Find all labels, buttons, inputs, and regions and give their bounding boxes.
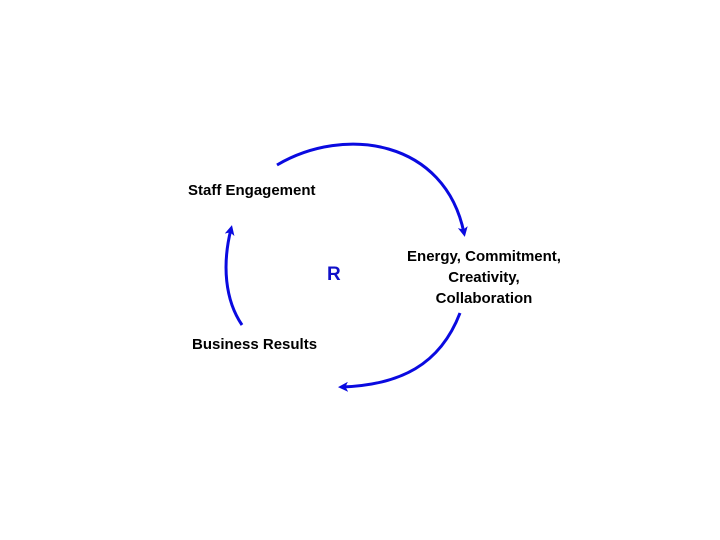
node-energy-line-2: Creativity, <box>448 269 520 286</box>
arrow-energy-to-business <box>338 312 462 392</box>
node-energy-commitment: Energy, Commitment, Creativity, Collabor… <box>398 246 570 309</box>
reinforcing-loop-label: R <box>327 264 341 285</box>
node-energy-line-1: Energy, Commitment, <box>407 248 561 265</box>
node-staff-engagement: Staff Engagement <box>188 182 316 199</box>
node-energy-line-3: Collaboration <box>435 290 533 307</box>
node-business-results: Business Results <box>192 336 318 353</box>
arrow-staff-to-energy <box>276 142 468 237</box>
arrow-business-to-staff <box>224 225 244 326</box>
